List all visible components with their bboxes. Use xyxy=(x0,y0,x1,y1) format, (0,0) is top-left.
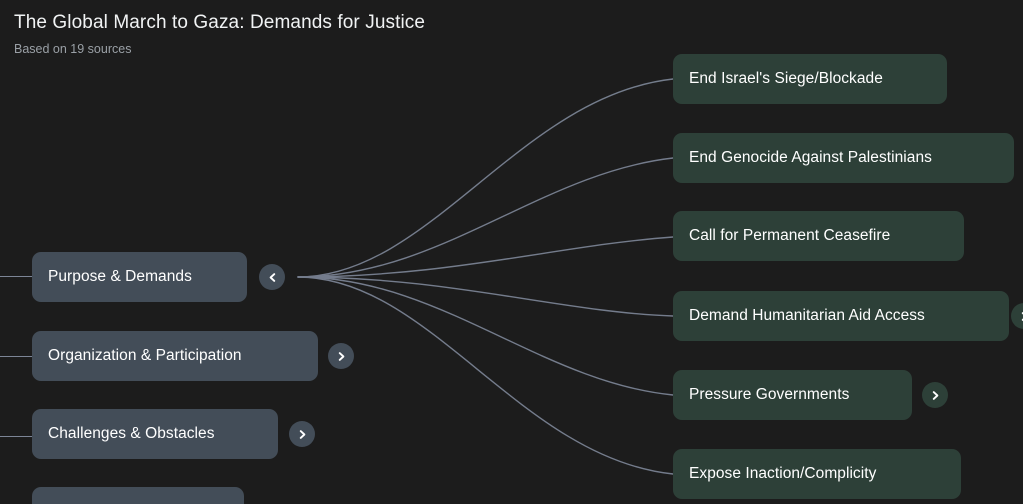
edge-stub-branch-3 xyxy=(0,436,32,438)
expand-toggle-demand-humanitarian-aid-access[interactable] xyxy=(1011,303,1023,329)
node-label: Expose Inaction/Complicity xyxy=(689,465,877,482)
expand-toggle-pressure-governments[interactable] xyxy=(922,382,948,408)
sources-subtitle: Based on 19 sources xyxy=(14,42,132,56)
mindmap-header: The Global March to Gaza: Demands for Ju… xyxy=(14,10,425,58)
node-purpose-and-demands[interactable]: Purpose & Demands xyxy=(32,252,247,302)
node-demand-humanitarian-aid-access[interactable]: Demand Humanitarian Aid Access xyxy=(673,291,1009,341)
node-call-for-permanent-ceasefire[interactable]: Call for Permanent Ceasefire xyxy=(673,211,964,261)
edge-to-leaf-6 xyxy=(297,276,674,475)
chevron-right-icon xyxy=(929,389,942,402)
node-end-israels-siege-blockade[interactable]: End Israel's Siege/Blockade xyxy=(673,54,947,104)
node-label: Demand Humanitarian Aid Access xyxy=(689,307,925,324)
node-label: Challenges & Obstacles xyxy=(48,425,215,442)
node-expose-inaction-complicity[interactable]: Expose Inaction/Complicity xyxy=(673,449,961,499)
edge-to-leaf-5 xyxy=(297,276,674,396)
chevron-left-icon xyxy=(266,271,279,284)
chevron-right-icon xyxy=(1018,310,1023,323)
expand-toggle-challenges-and-obstacles[interactable] xyxy=(289,421,315,447)
node-label: Pressure Governments xyxy=(689,386,850,403)
node-label: Call for Permanent Ceasefire xyxy=(689,227,891,244)
chevron-right-icon xyxy=(296,428,309,441)
node-label: End Israel's Siege/Blockade xyxy=(689,70,883,87)
edge-to-leaf-3 xyxy=(297,236,674,278)
node-end-genocide-against-palestinians[interactable]: End Genocide Against Palestinians xyxy=(673,133,1014,183)
node-label: End Genocide Against Palestinians xyxy=(689,149,932,166)
expand-toggle-organization-and-participation[interactable] xyxy=(328,343,354,369)
page-title: The Global March to Gaza: Demands for Ju… xyxy=(14,12,426,33)
edge-to-leaf-4 xyxy=(297,276,674,317)
node-organization-and-participation[interactable]: Organization & Participation xyxy=(32,331,318,381)
edge-to-leaf-1 xyxy=(297,78,674,278)
node-pressure-governments[interactable]: Pressure Governments xyxy=(673,370,912,420)
chevron-right-icon xyxy=(335,350,348,363)
collapse-toggle-purpose-and-demands[interactable] xyxy=(259,264,285,290)
node-label: Purpose & Demands xyxy=(48,268,192,285)
node-challenges-and-obstacles[interactable]: Challenges & Obstacles xyxy=(32,409,278,459)
edge-stub-branch-2 xyxy=(0,356,32,358)
edge-to-leaf-2 xyxy=(297,157,674,278)
node-branch-partial-bottom[interactable] xyxy=(32,487,244,504)
edge-stub-branch-1 xyxy=(0,276,32,278)
node-label: Organization & Participation xyxy=(48,347,242,364)
